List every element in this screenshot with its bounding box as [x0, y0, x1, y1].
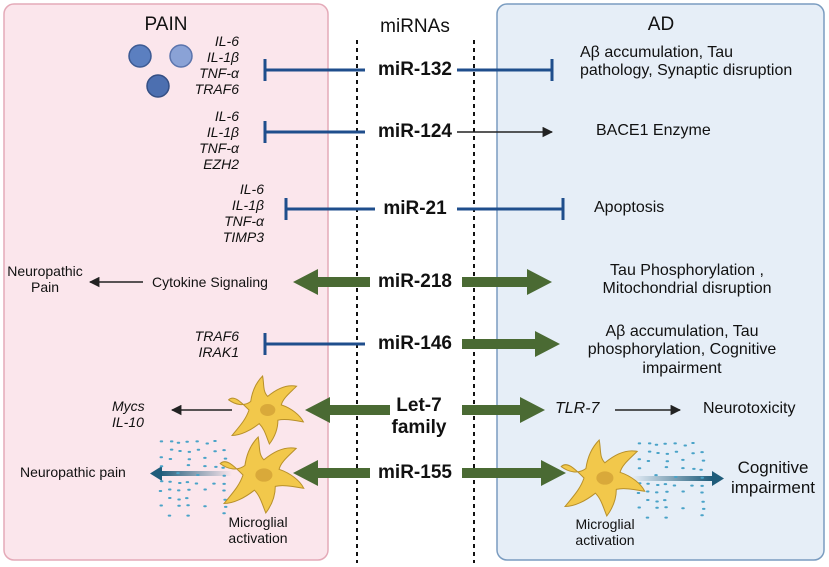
mir132-ad-effect: Aβ accumulation, Tau pathology, Synaptic…: [580, 44, 820, 81]
mir146-ad-effect: Aβ accumulation, Tau phosphorylation, Co…: [588, 323, 777, 378]
target-label: IL-1β: [206, 124, 239, 141]
mir21-ad-effect: Apoptosis: [594, 199, 665, 216]
ad-release-arrow: [632, 471, 724, 486]
effect-line: phosphorylation, Cognitive: [587, 341, 777, 359]
mirna-label-mir218: miR-218: [378, 271, 452, 292]
mirna-label-mir132: miR-132: [378, 59, 452, 80]
outcome-line: IL-10: [112, 414, 144, 431]
target-label: IL-6: [214, 108, 239, 124]
ad-header: AD: [647, 14, 675, 35]
mirna-label-mir146: miR-146: [378, 333, 452, 354]
outcome-line: Pain: [30, 279, 60, 296]
effect-line: Tau Phosphorylation ,: [610, 262, 764, 279]
mir218-pain-thick-arrow: [293, 269, 370, 295]
mir124-pain-inhibit-arrow: [263, 121, 365, 143]
pain-header: PAIN: [144, 14, 188, 35]
effect-line: Aβ accumulation, Tau: [605, 323, 759, 340]
mir155-ad-thick-arrow: [462, 460, 566, 486]
mir218-pain-outcome: Neuropathic Pain: [7, 263, 83, 295]
effect-line: Mitochondrial disruption: [602, 280, 772, 298]
effect-line: impairment: [642, 359, 722, 377]
outcome-line: Neuropathic: [7, 263, 83, 279]
mir155-pain-outcome: Neuropathic pain: [20, 464, 126, 480]
target-label: TNF-α: [199, 140, 239, 157]
cytokine-spheres-icon: [128, 44, 193, 98]
target-label: TIMP3: [222, 229, 264, 246]
microglia-cell-icon-pain: [219, 435, 305, 515]
let7-pain-thick-arrow: [305, 397, 390, 423]
mir132-pain-targets: IL-6 IL-1β TNF-α TRAF6: [159, 33, 239, 97]
mir155-ad-cell-label: Microglial activation: [575, 516, 634, 548]
outcome-line: Mycs: [112, 398, 145, 414]
target-label: TRAF6: [194, 81, 239, 98]
mir155-pain-thick-arrow: [293, 460, 370, 486]
mirna-label-mir155: miR-155: [378, 462, 452, 483]
mirna-label-mir21: miR-21: [383, 198, 447, 219]
mir155-ad-effect: Cognitive impairment: [731, 458, 815, 497]
microglia-cell-icon-let7: [227, 374, 305, 446]
effect-line: Aβ accumulation, Tau: [580, 44, 733, 61]
let7-ad-target: TLR-7: [555, 400, 600, 417]
mir132-ad-inhibit-arrow: [457, 59, 554, 81]
mirna-line: Let-7: [396, 395, 442, 416]
target-label: IL-6: [239, 181, 264, 197]
mir155-pain-cell-label: Microglial activation: [228, 514, 287, 546]
let7-ad-thick-arrow: [462, 397, 545, 423]
mir132-pain-inhibit-arrow: [263, 59, 365, 81]
target-label: TNF-α: [199, 65, 239, 82]
target-label: IL-6: [214, 33, 239, 49]
target-label: IRAK1: [198, 344, 239, 361]
cell-label-line: activation: [575, 532, 635, 549]
target-label: IL-1β: [231, 197, 264, 214]
effect-line: pathology, Synaptic disruption: [580, 62, 793, 80]
mir146-ad-thick-arrow: [462, 331, 560, 357]
mir146-pain-targets: TRAF6 IRAK1: [159, 328, 239, 360]
cell-label-line: Microglial: [228, 514, 288, 530]
target-label: TRAF6: [194, 328, 239, 344]
mir124-ad-effect: BACE1 Enzyme: [596, 122, 711, 139]
mir218-ad-thick-arrow: [462, 269, 552, 295]
mirna-label-let7: Let-7 family: [392, 395, 447, 439]
mir21-ad-inhibit-arrow: [457, 198, 565, 220]
mir21-pain-inhibit-arrow: [284, 198, 375, 220]
mirna-line: family: [391, 416, 447, 438]
cell-label-line: activation: [228, 530, 288, 547]
mir218-ad-effect: Tau Phosphorylation , Mitochondrial disr…: [603, 262, 772, 299]
microglia-cell-icon-ad: [560, 438, 646, 518]
target-label: TNF-α: [224, 213, 264, 230]
let7-pain-outcome: Mycs IL-10: [112, 398, 145, 430]
mir218-pain-target: Cytokine Signaling: [152, 274, 268, 290]
target-label: EZH2: [203, 156, 239, 173]
mirna-label-mir124: miR-124: [378, 121, 452, 142]
target-label: IL-1β: [206, 49, 239, 66]
pain-release-droplets: [158, 440, 228, 517]
ad-release-droplets: [636, 442, 706, 519]
pain-release-arrow: [150, 466, 232, 481]
effect-line: impairment: [730, 477, 816, 497]
effect-line: Cognitive: [737, 458, 809, 477]
mir21-pain-targets: IL-6 IL-1β TNF-α TIMP3: [184, 181, 264, 245]
cell-label-line: Microglial: [575, 516, 635, 532]
mirnas-header: miRNAs: [380, 16, 450, 37]
mir124-pain-targets: IL-6 IL-1β TNF-α EZH2: [159, 108, 239, 172]
mir146-pain-inhibit-arrow: [263, 333, 365, 355]
let7-ad-effect: Neurotoxicity: [703, 400, 796, 417]
